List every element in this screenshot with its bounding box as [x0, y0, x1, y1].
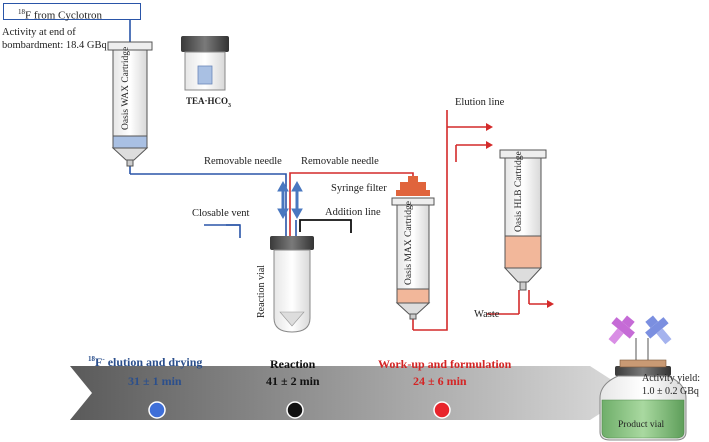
reaction-vial-label: Reaction vial [256, 264, 267, 318]
activity-eob-line2: bombardment: 18.4 GBq [2, 40, 107, 51]
activity-eob-line1: Activity at end of [2, 27, 76, 38]
syringe-filter-right [645, 315, 672, 345]
stage-elution-title: F [95, 355, 103, 369]
removable-needle-right-label: Removable needle [301, 156, 379, 167]
red-arrowheads [486, 123, 554, 308]
cyclotron-source-box: 18F from Cyclotron [3, 3, 141, 22]
stage-title-elution: 18F- elution and drying [88, 355, 202, 370]
activity-yield-line2: 1.0 ± 0.2 GBq [642, 386, 699, 397]
stage-time-workup: 24 ± 6 min [413, 374, 467, 388]
activity-yield-line1: Activity yield: [642, 373, 701, 384]
waste-label: Waste [474, 309, 500, 320]
stage-title-reaction: Reaction [270, 357, 316, 371]
max-cartridge-label: Oasis MAX Cartridge [404, 201, 414, 285]
stage-time-reaction: 41 ± 2 min [266, 374, 320, 388]
removable-needle-left-label: Removable needle [204, 156, 282, 167]
stage-dot-workup [433, 401, 451, 419]
syringe-filter-left [608, 315, 635, 345]
tea-label-sub: 3 [228, 102, 232, 109]
max-cartridge [391, 197, 435, 320]
stage-elution-sup2: - [102, 355, 105, 363]
timeline-arrow [70, 366, 632, 420]
stage-elution-sup: 18 [88, 355, 95, 363]
hlb-cartridge-label: Oasis HLB Cartridge [514, 151, 524, 232]
wax-cartridge [107, 41, 153, 167]
syringe-filter-label: Syringe filter [331, 183, 387, 194]
product-vial-label: Product vial [618, 420, 665, 430]
wax-cartridge-label: Oasis WAX Cartridge [121, 46, 131, 130]
source-text: F from Cyclotron [25, 9, 102, 22]
elution-line-label: Elution line [455, 97, 505, 108]
tea-label-main: TEA·HCO [186, 96, 229, 106]
closable-vent-label: Closable vent [192, 208, 250, 219]
needle-arrows [277, 180, 303, 220]
tea-label: TEA·HCO3 [186, 96, 231, 110]
stage-dot-elution [148, 401, 166, 419]
reaction-vial [270, 236, 314, 333]
hlb-cartridge [499, 149, 547, 291]
stage-elution-title-rest: elution and drying [104, 355, 203, 369]
addition-line-tube [299, 219, 352, 233]
addition-line-label: Addition line [325, 207, 381, 218]
source-superscript: 18 [18, 8, 25, 16]
stage-title-workup: Work-up and formulation [378, 357, 512, 371]
tea-vial [181, 36, 229, 91]
syringe-filter-shape [396, 176, 430, 196]
stage-dot-reaction [286, 401, 304, 419]
stage-time-elution: 31 ± 1 min [128, 374, 182, 388]
product-vial [599, 338, 687, 441]
